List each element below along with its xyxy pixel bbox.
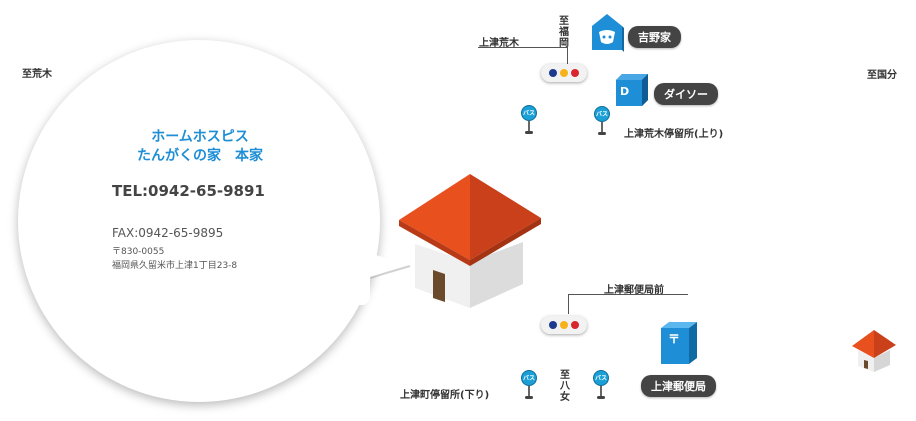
bubble-cover [330,235,370,305]
fax-number: FAX:0942-65-9895 [112,226,224,240]
signal-red-light [571,321,579,329]
traffic-signal-icon [541,64,587,82]
bus-stop-icon-south-left: バス [521,370,537,399]
bus-stop-icon-north-left: バス [521,105,537,134]
daiso-icon-letter: D [620,85,630,98]
direction-west: 至荒木 [22,69,52,80]
small-house-icon [850,328,898,374]
facility-name-line2: たんがくの家 本家 [137,148,263,164]
bus-stop-label-north: 上津荒木停留所(上り) [624,129,724,140]
leader-line-north [478,47,568,48]
house-icon [395,174,545,314]
direction-south: 至八女 [560,370,570,403]
signal-yellow-light [560,69,568,77]
info-bubble [18,40,380,402]
post-office-label: 上津郵便局 [641,375,716,397]
facility-name: ホームホスピス たんがくの家 本家 [100,128,300,166]
signal-red-light [571,69,579,77]
yoshinoya-label: 吉野家 [628,26,681,48]
post-icon-mark: 〒 [668,332,681,346]
bus-stop-icon-north-right: バス [594,106,610,135]
signal-blue-light [549,321,557,329]
post-office-icon: 〒 [659,320,699,366]
daiso-label: ダイソー [654,83,718,105]
intersection-label-south: 上津郵便局前 [604,285,664,296]
signal-yellow-light [560,321,568,329]
bus-stop-sign: バス [521,370,537,386]
yoshinoya-icon [590,12,624,52]
bus-stop-label-south: 上津町停留所(下り) [400,390,490,401]
intersection-label-north: 上津荒木 [479,38,519,49]
bus-stop-sign: バス [594,106,610,122]
bus-stop-sign: バス [521,105,537,121]
leader-drop-south [568,294,569,314]
signal-blue-light [549,69,557,77]
daiso-icon: D [614,72,650,108]
leader-drop-north [567,47,568,65]
leader-line-south [568,294,688,295]
direction-east: 至国分 [867,70,897,81]
facility-name-line1: ホームホスピス [151,129,249,145]
postal-code: 〒830-0055 [112,247,165,257]
tel-number: TEL:0942-65-9891 [112,182,265,200]
bus-stop-icon-south-right: バス [593,370,609,399]
address: 福岡県久留米市上津1丁目23-8 [112,261,238,271]
direction-north: 至福岡 [559,16,569,49]
traffic-signal-icon [541,316,587,334]
bus-stop-sign: バス [593,370,609,386]
